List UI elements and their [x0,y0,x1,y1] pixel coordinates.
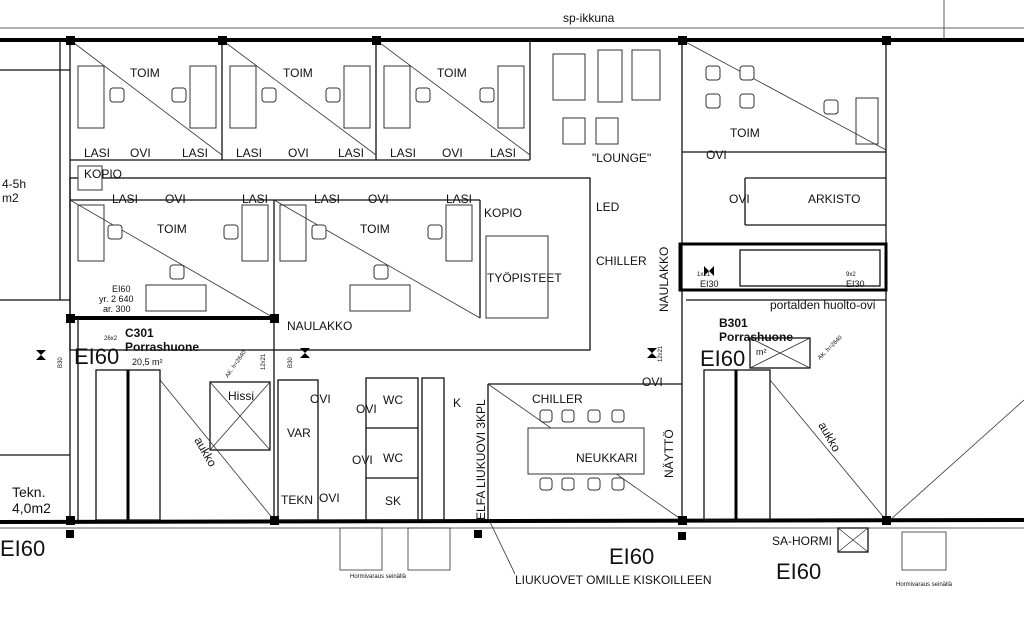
glass-door-label: LASI [236,146,262,160]
fire-ei60: EI60 [74,344,119,369]
room-hissi: Hissi [228,389,254,403]
label-aukko: aukko [815,420,843,455]
stair-c301-id: C301 [125,326,154,340]
stair-treads [95,249,881,521]
glass-door-label: OVI [729,192,750,206]
room-tekn-area: 4,0m2 [12,500,51,516]
room-toim: TOIM [360,222,390,236]
glass-door-label: LASI [390,146,416,160]
glass-door-label: OVI [310,392,331,406]
label-naytto: NÄYTTÖ [662,429,676,478]
stair-c301-area: 20,5 m² [132,357,163,367]
glass-door-label: OVI [319,491,340,505]
fire-door-icon [36,266,714,360]
glass-door-label: OVI [288,146,309,160]
glass-door-label: OVI [165,192,186,206]
note-sa-hormi: SA-HORMI [772,534,832,548]
stair-c301-name: Porrashuone [125,340,199,354]
columns [66,36,891,540]
fire-yr: yr. 2 640 [99,294,134,304]
door-1x21: 1x21 [697,272,711,278]
room-wc: WC [383,393,403,407]
room-toim: TOIM [283,66,313,80]
glass-door-label: OVI [706,148,727,162]
glass-door-label: LASI [242,192,268,206]
room-toim: TOIM [130,66,160,80]
room-neukkari: NEUKKARI [576,451,637,465]
fire-ar: ar. 300 [103,304,131,314]
room-toim: TOIM [157,222,187,236]
walls [0,0,1024,575]
glass-door-labels: LASI OVI LASI LASI OVI LASI LASI OVI LASI LASI… [84,146,750,505]
fire-ei60: EI60 [609,544,654,569]
stair-b301-area: m² [756,347,767,357]
room-kopio: KOPIO [84,167,122,181]
label-k: K [453,396,461,410]
glass-door-label: OVI [368,192,389,206]
note-hormivaraus: Hormivaraus seinällä [896,582,953,588]
fire-ei60: EI60 [112,284,131,294]
glass-door-label: LASI [112,192,138,206]
stair-b301-name: Porrashuone [719,330,793,344]
door-12x21: 12x21 [261,353,267,370]
chair-icons [107,65,839,491]
room-toim: TOIM [730,126,760,140]
label-naulakko: NAULAKKO [287,319,352,333]
glass-door-label: LASI [182,146,208,160]
glass-door-label: LASI [314,192,340,206]
fire-ei30: EI30 [846,279,865,289]
labels: sp-ikkuna TOIM TOIM TOIM TOIM TOIM TOIM … [0,11,953,588]
window-label: sp-ikkuna [563,11,615,25]
glass-door-label: OVI [130,146,151,160]
glass-door-label: LASI [338,146,364,160]
glass-door-label: LASI [490,146,516,160]
door-12x21: 12x21 [658,345,664,362]
glass-door-label: OVI [352,453,373,467]
fire-ei60: EI60 [0,536,45,561]
fire-b30: B30 [288,357,294,368]
label-naulakko: NAULAKKO [657,247,671,312]
glass-door-label: OVI [356,402,377,416]
label-elfa: ELFA LIUKUOVI 3KPL [474,399,488,520]
ak-label: AK. h=2640 [225,349,248,379]
stair-b301-id: B301 [719,316,748,330]
glass-door-label: LASI [446,192,472,206]
door-9x2: 9x2 [846,272,856,278]
room-lounge: "LOUNGE" [592,151,651,165]
label-chiller: CHILLER [596,254,647,268]
fire-ei30: EI30 [700,279,719,289]
label-led: LED [596,200,620,214]
room-kopio: KOPIO [484,206,522,220]
label-chiller: CHILLER [532,392,583,406]
door-26x2: 26x2 [104,336,118,342]
room-var: VAR [287,426,311,440]
glass-door-label: OVI [642,375,663,389]
ak-label: AK. h=2640 [817,334,844,361]
room-tekn: TEKN [281,493,313,507]
note-hormivaraus: Hormivaraus seinällä [350,574,407,580]
room-wc: WC [383,451,403,465]
room-toim: TOIM [437,66,467,80]
room-arkisto: ARKISTO [808,192,860,206]
room-sk: SK [385,494,401,508]
fire-b30: B30 [58,357,64,368]
maintenance-door-label: portalden huolto-ovi [770,298,875,312]
partial-room: 4-5h [2,177,26,191]
partial-room-area: m2 [2,191,19,205]
room-tyopisteet: TYÖPISTEET [487,271,562,285]
glass-door-label: OVI [442,146,463,160]
label-aukko: aukko [191,435,219,470]
note-liukuovet: LIUKUOVET OMILLE KISKOILLEEN [515,573,712,587]
fire-ei60: EI60 [776,559,821,584]
glass-door-label: LASI [84,146,110,160]
room-tekn-left: Tekn. [12,484,45,500]
fire-ei60: EI60 [700,346,745,371]
